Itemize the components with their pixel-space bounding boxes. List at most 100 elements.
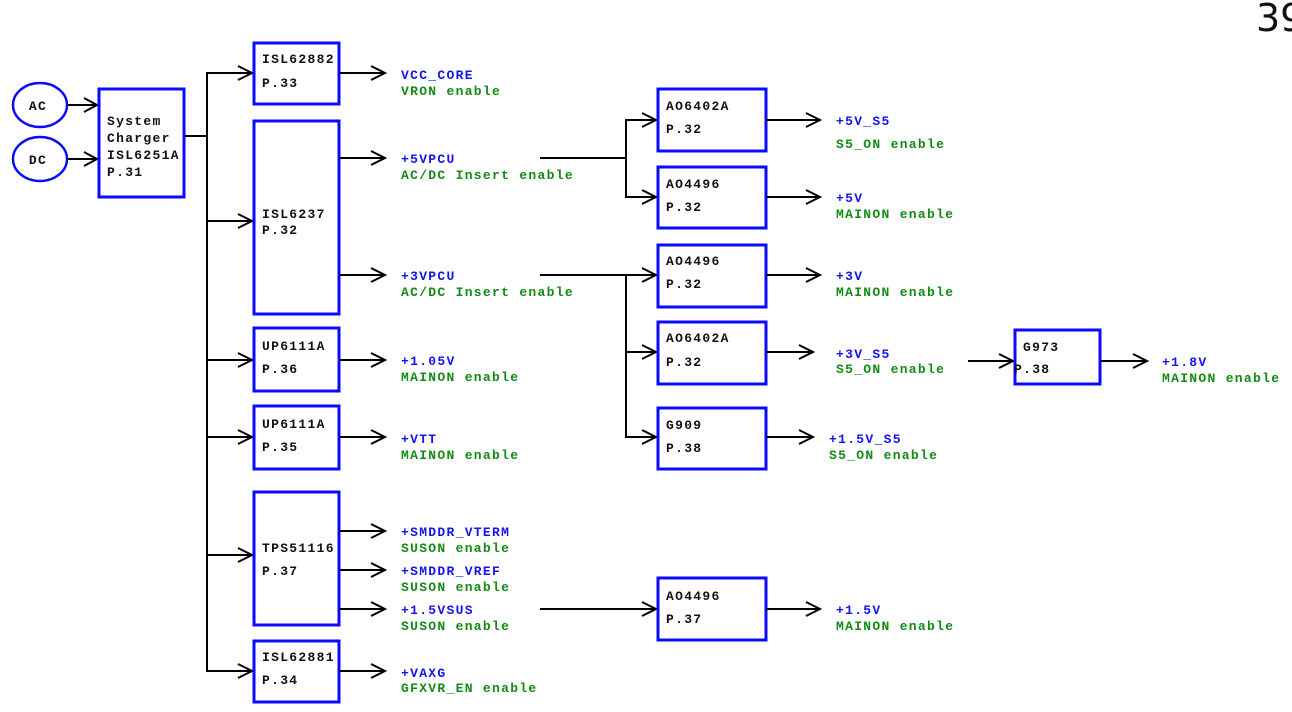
rail-enable: SUSON enable [401,541,510,556]
up6111a-1-page: P.36 [262,362,298,377]
rail-enable: S5_ON enable [829,448,938,463]
rail-name: +1.05V [401,354,456,369]
rail-enable: MAINON enable [1162,371,1280,386]
isl6237-block: ISL6237 P.32 [207,119,388,316]
rail-smddr-vterm: +SMDDR_VTERM SUSON enable [401,525,510,556]
dc-ellipse [11,135,69,183]
source-dc: DC [11,135,69,183]
ao4496-1-page: P.32 [666,200,702,215]
charger-line-4: P.31 [107,165,143,180]
rail-name: +VAXG [401,666,447,681]
rail-name: +1.5V_S5 [829,432,902,447]
rail-enable: MAINON enable [401,370,519,385]
rail-5vpcu: +5VPCU AC/DC Insert enable [401,152,574,183]
charger-line-3: ISL6251A [107,148,180,163]
rail-3v-s5: +3V_S5 S5_ON enable [836,347,945,377]
rail-name: +1.5V [836,603,882,618]
rail-vcc-core: VCC_CORE VRON enable [401,68,501,99]
rail-name: VCC_CORE [401,68,474,83]
ac-to-charger-arrow [68,97,100,113]
ao4496-3-block: AO4496 P.37 [540,576,823,642]
rail-enable: SUSON enable [401,580,510,595]
ao4496-3-page: P.37 [666,612,702,627]
ao6402a-1-page: P.32 [666,122,702,137]
isl62882-block: ISL62882 P.33 [207,41,388,106]
isl62881-block: ISL62881 P.34 [207,639,388,704]
main-power-bus [184,72,208,672]
rail-name: +3V_S5 [836,347,891,362]
up6111a-2-block: UP6111A P.35 [207,404,388,471]
rail-1-8v: +1.8V MAINON enable [1162,355,1280,386]
charger-line-1: System [107,114,162,129]
rail-enable: VRON enable [401,84,501,99]
rail-name: +5V_S5 [836,114,891,129]
ao6402a-1-part: AO6402A [666,99,730,114]
up6111a-2-part: UP6111A [262,417,326,432]
isl62882-part: ISL62882 [262,52,335,67]
rail-enable: AC/DC Insert enable [401,285,574,300]
rail-enable: AC/DC Insert enable [401,168,574,183]
rail-name: +1.5VSUS [401,603,474,618]
ao6402a-2-part: AO6402A [666,331,730,346]
rail-3vpcu: +3VPCU AC/DC Insert enable [401,269,574,300]
isl62881-page: P.34 [262,673,298,688]
g909-part: G909 [666,418,702,433]
ao4496-2-page: P.32 [666,277,702,292]
g973-page: P.38 [1014,362,1050,377]
ao4496-3-part: AO4496 [666,589,721,604]
rail-name: +5V [836,191,863,206]
rail-vaxg: +VAXG GFXVR_EN enable [401,666,538,696]
g909-block: G909 P.38 [656,406,816,471]
source-ac: AC [11,81,69,129]
rail-enable: SUSON enable [401,619,510,634]
5vpcu-branch-wires [540,112,659,205]
charger-line-2: Charger [107,131,171,146]
rail-name: +SMDDR_VTERM [401,525,510,540]
up6111a-1-part: UP6111A [262,339,326,354]
ao6402a-1-block: AO6402A P.32 [656,87,823,153]
system-charger-block: System Charger ISL6251A P.31 [97,87,186,199]
rail-enable: MAINON enable [836,619,954,634]
rail-enable: MAINON enable [836,285,954,300]
dc-label: DC [29,153,47,168]
rail-name: +VTT [401,432,437,447]
ao6402a-2-page: P.32 [666,355,702,370]
isl62881-part: ISL62881 [262,650,335,665]
rail-1-5vsus: +1.5VSUS SUSON enable [401,603,510,634]
g973-part: G973 [1023,340,1059,355]
rail-enable: GFXVR_EN enable [401,681,538,696]
rail-enable: S5_ON enable [836,362,945,377]
rail-vtt: +VTT MAINON enable [401,432,519,463]
3vpcu-branch-wires [540,267,659,445]
rail-1-5v: +1.5V MAINON enable [836,603,954,634]
ao6402a-2-block: AO6402A P.32 [656,320,816,386]
ao4496-2-block: AO4496 P.32 [656,243,823,309]
rail-enable: MAINON enable [401,448,519,463]
ao4496-2-part: AO4496 [666,254,721,269]
ac-label: AC [29,99,47,114]
rail-name: +1.8V [1162,355,1208,370]
tps51116-block: TPS51116 P.37 [207,490,388,627]
rail-name: +3V [836,269,863,284]
rail-5v: +5V MAINON enable [836,191,954,222]
rail-5v-s5: +5V_S5 S5_ON enable [836,114,944,152]
isl62882-page: P.33 [262,76,298,91]
rail-name: +5VPCU [401,152,456,167]
tps51116-part: TPS51116 [262,541,335,556]
isl6237-part: ISL6237 [262,207,326,222]
page-number: 39 [1256,0,1292,40]
ao4496-1-part: AO4496 [666,177,721,192]
tps51116-page: P.37 [262,564,298,579]
g973-block: G973 P.38 [968,328,1150,386]
ao4496-1-block: AO4496 P.32 [656,165,823,230]
isl6237-page: P.32 [262,223,298,238]
rail-enable: MAINON enable [836,207,954,222]
rail-3v: +3V MAINON enable [836,269,954,300]
up6111a-2-page: P.35 [262,440,298,455]
ac-ellipse [11,81,69,129]
rail-name: +3VPCU [401,269,456,284]
up6111a-1-block: UP6111A P.36 [207,326,388,393]
dc-to-charger-arrow [68,151,100,167]
g909-page: P.38 [666,441,702,456]
